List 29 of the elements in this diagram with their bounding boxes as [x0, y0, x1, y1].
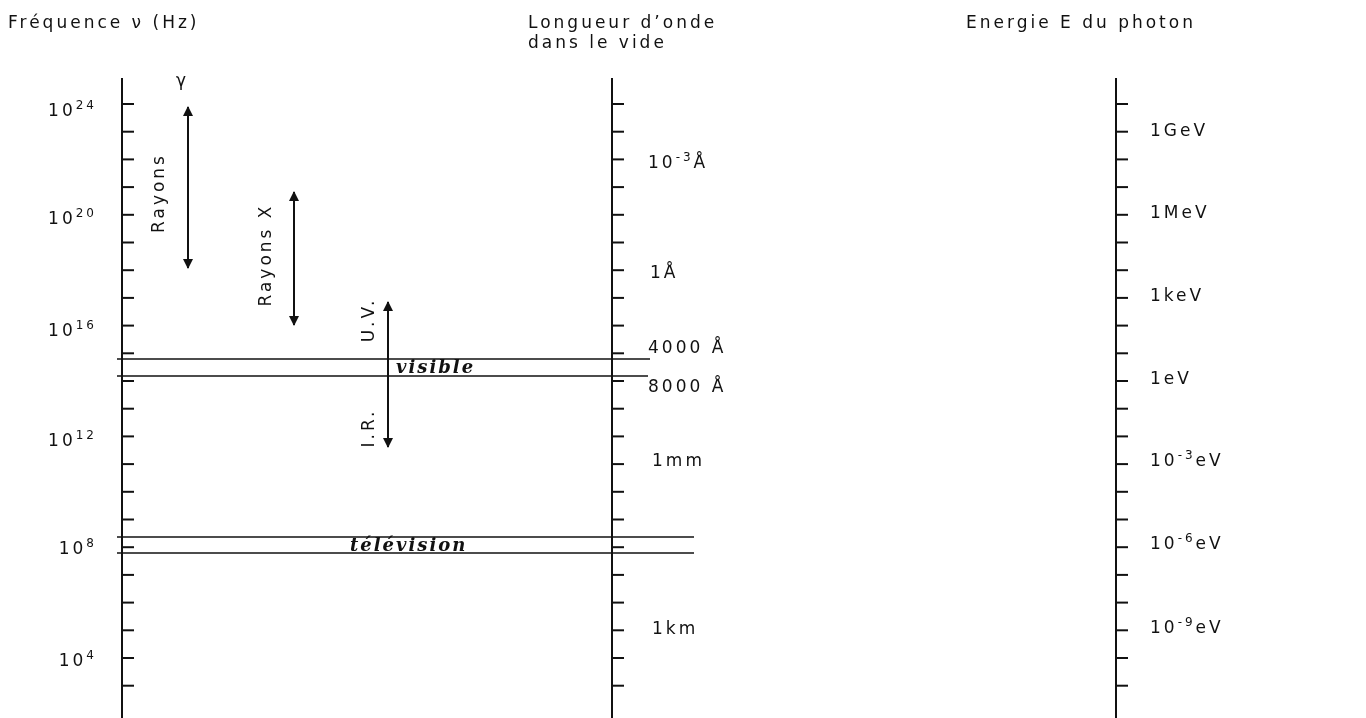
tick-label: 10$^{12}$ — [48, 430, 97, 450]
tick-label: 10$^{4}$ — [58, 650, 97, 670]
tick-label: 10$^{20}$ — [48, 208, 97, 228]
range-label: I.R. — [358, 408, 378, 448]
tick-label: 10$^{8}$ — [58, 538, 97, 558]
tick-label: 10$^{24}$ — [48, 100, 97, 120]
tick-label: γ — [176, 70, 190, 90]
axis-title: Longueur d’onde dans le vide — [528, 11, 719, 53]
tick-label: 10$^{16}$ — [48, 320, 97, 340]
tick-label: 1keV — [1150, 285, 1205, 305]
tick-label: 8000 Å — [648, 376, 727, 396]
tick-label: 1GeV — [1150, 120, 1209, 140]
tick-label: 1km — [652, 618, 699, 638]
axis-title: Fréquence ν (Hz) — [8, 12, 200, 32]
range-label: Rayons — [148, 153, 168, 233]
tick-label: 1MeV — [1150, 202, 1210, 222]
tick-label: 1mm — [652, 450, 705, 470]
band-label: visible — [396, 358, 476, 376]
range-label: U.V. — [358, 297, 378, 343]
tick-label: 1Å — [650, 262, 679, 282]
range-label: Rayons X — [255, 203, 275, 307]
tick-label: 1eV — [1150, 368, 1192, 388]
axis-title: Energie E du photon — [966, 12, 1196, 32]
tick-label: 4000 Å — [648, 337, 727, 357]
tick-label: 10$^{-3}$eV — [1150, 450, 1224, 470]
band-label: télévision — [350, 536, 468, 554]
tick-label: 10$^{-6}$eV — [1150, 533, 1224, 553]
tick-label: 10$^{-3}$Å — [648, 152, 709, 172]
tick-label: 10$^{-9}$eV — [1150, 617, 1224, 637]
